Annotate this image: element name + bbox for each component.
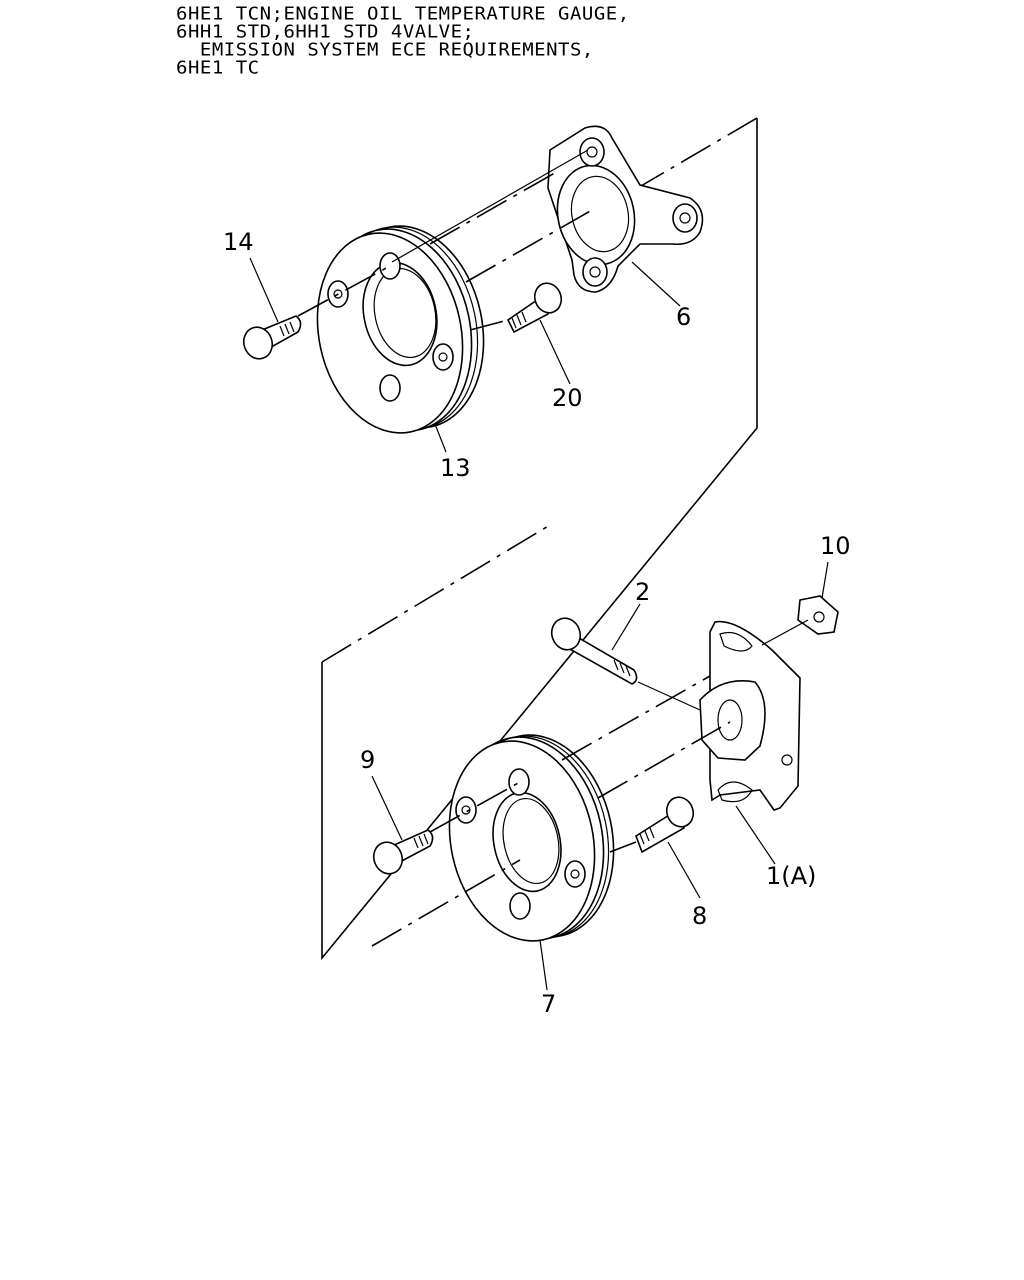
nut-10 <box>797 595 839 635</box>
callout-20: 20 <box>552 384 583 412</box>
callout-10: 10 <box>820 532 851 560</box>
callout-6: 6 <box>676 303 691 331</box>
sensor-bracket-1a <box>699 620 801 811</box>
callout-2: 2 <box>635 578 650 606</box>
callout-1a: 1(A) <box>766 862 816 890</box>
header-line-2: 6HH1 STD,6HH1 STD 4VALVE; <box>176 21 475 43</box>
callout-7: 7 <box>541 990 556 1018</box>
callout-8: 8 <box>692 902 707 930</box>
bracket-6 <box>547 125 704 293</box>
diagram-header: 6HE1 TCN;ENGINE OIL TEMPERATURE GAUGE, 6… <box>176 5 630 77</box>
flange-plate-7 <box>448 734 615 942</box>
bolt-8 <box>635 796 695 854</box>
header-line-1: 6HE1 TCN;ENGINE OIL TEMPERATURE GAUGE, <box>176 3 630 24</box>
header-line-3: EMISSION SYSTEM ECE REQUIREMENTS, <box>176 39 594 61</box>
bolt-9 <box>372 829 434 875</box>
bolt-2 <box>550 617 638 685</box>
bolt-20 <box>506 282 563 334</box>
callout-9: 9 <box>360 746 375 774</box>
flange-plate-13 <box>316 225 485 434</box>
callout-13: 13 <box>440 454 471 482</box>
header-line-4: 6HE1 TC <box>176 57 260 79</box>
callout-14: 14 <box>223 228 254 256</box>
bolt-14 <box>242 315 302 360</box>
